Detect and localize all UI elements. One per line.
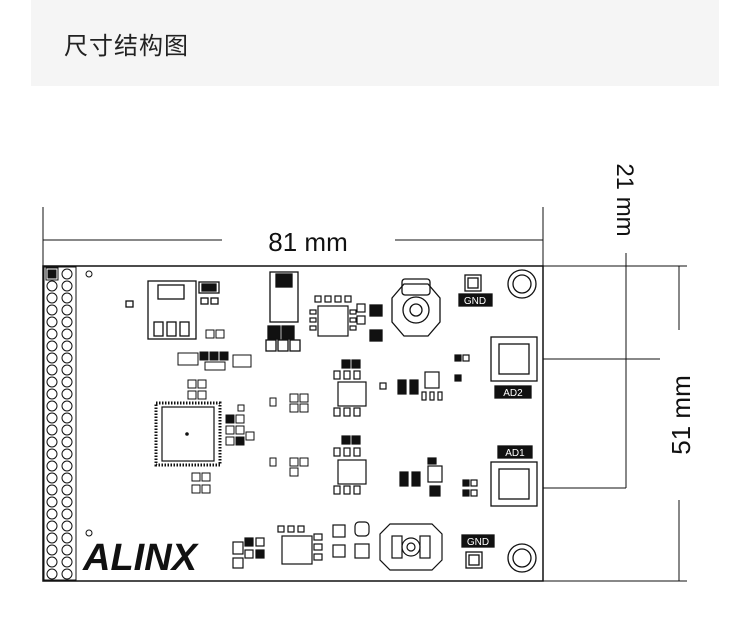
- section-title: 尺寸结构图: [64, 32, 189, 60]
- ad2-connector: [490, 336, 538, 399]
- ad1-connector: [490, 445, 538, 507]
- gnd-bottom-connector: [461, 534, 537, 573]
- smd-components: [177, 329, 309, 494]
- potentiometer-top: [369, 278, 441, 342]
- ic-top: [309, 295, 366, 337]
- qfp-chip: [154, 401, 222, 467]
- dimension-lines: [42, 207, 687, 582]
- regulator-top: [125, 280, 220, 340]
- capacitor-top: [265, 271, 301, 352]
- offset-dimension-label: 21 mm: [611, 163, 638, 236]
- board-outline: [42, 265, 544, 582]
- gnd-bottom-label: GND: [467, 537, 489, 548]
- bottom-components: [232, 521, 443, 571]
- mount-mark-bottom: [85, 529, 93, 537]
- ic-middle-upper: [333, 354, 470, 417]
- section-header: 尺寸结构图: [31, 0, 719, 86]
- gnd-top-label: GND: [464, 296, 486, 307]
- width-dimension-label: 81 mm: [268, 227, 347, 257]
- ad2-label: AD2: [503, 388, 523, 399]
- ad1-label: AD1: [505, 448, 525, 459]
- mount-mark-top: [85, 270, 93, 278]
- height-dimension-label: 51 mm: [666, 375, 696, 454]
- gnd-top-connector: [458, 269, 537, 307]
- alinx-logo: ALINX: [82, 537, 200, 579]
- pin-header: [43, 266, 77, 581]
- ic-middle-lower: [333, 435, 478, 497]
